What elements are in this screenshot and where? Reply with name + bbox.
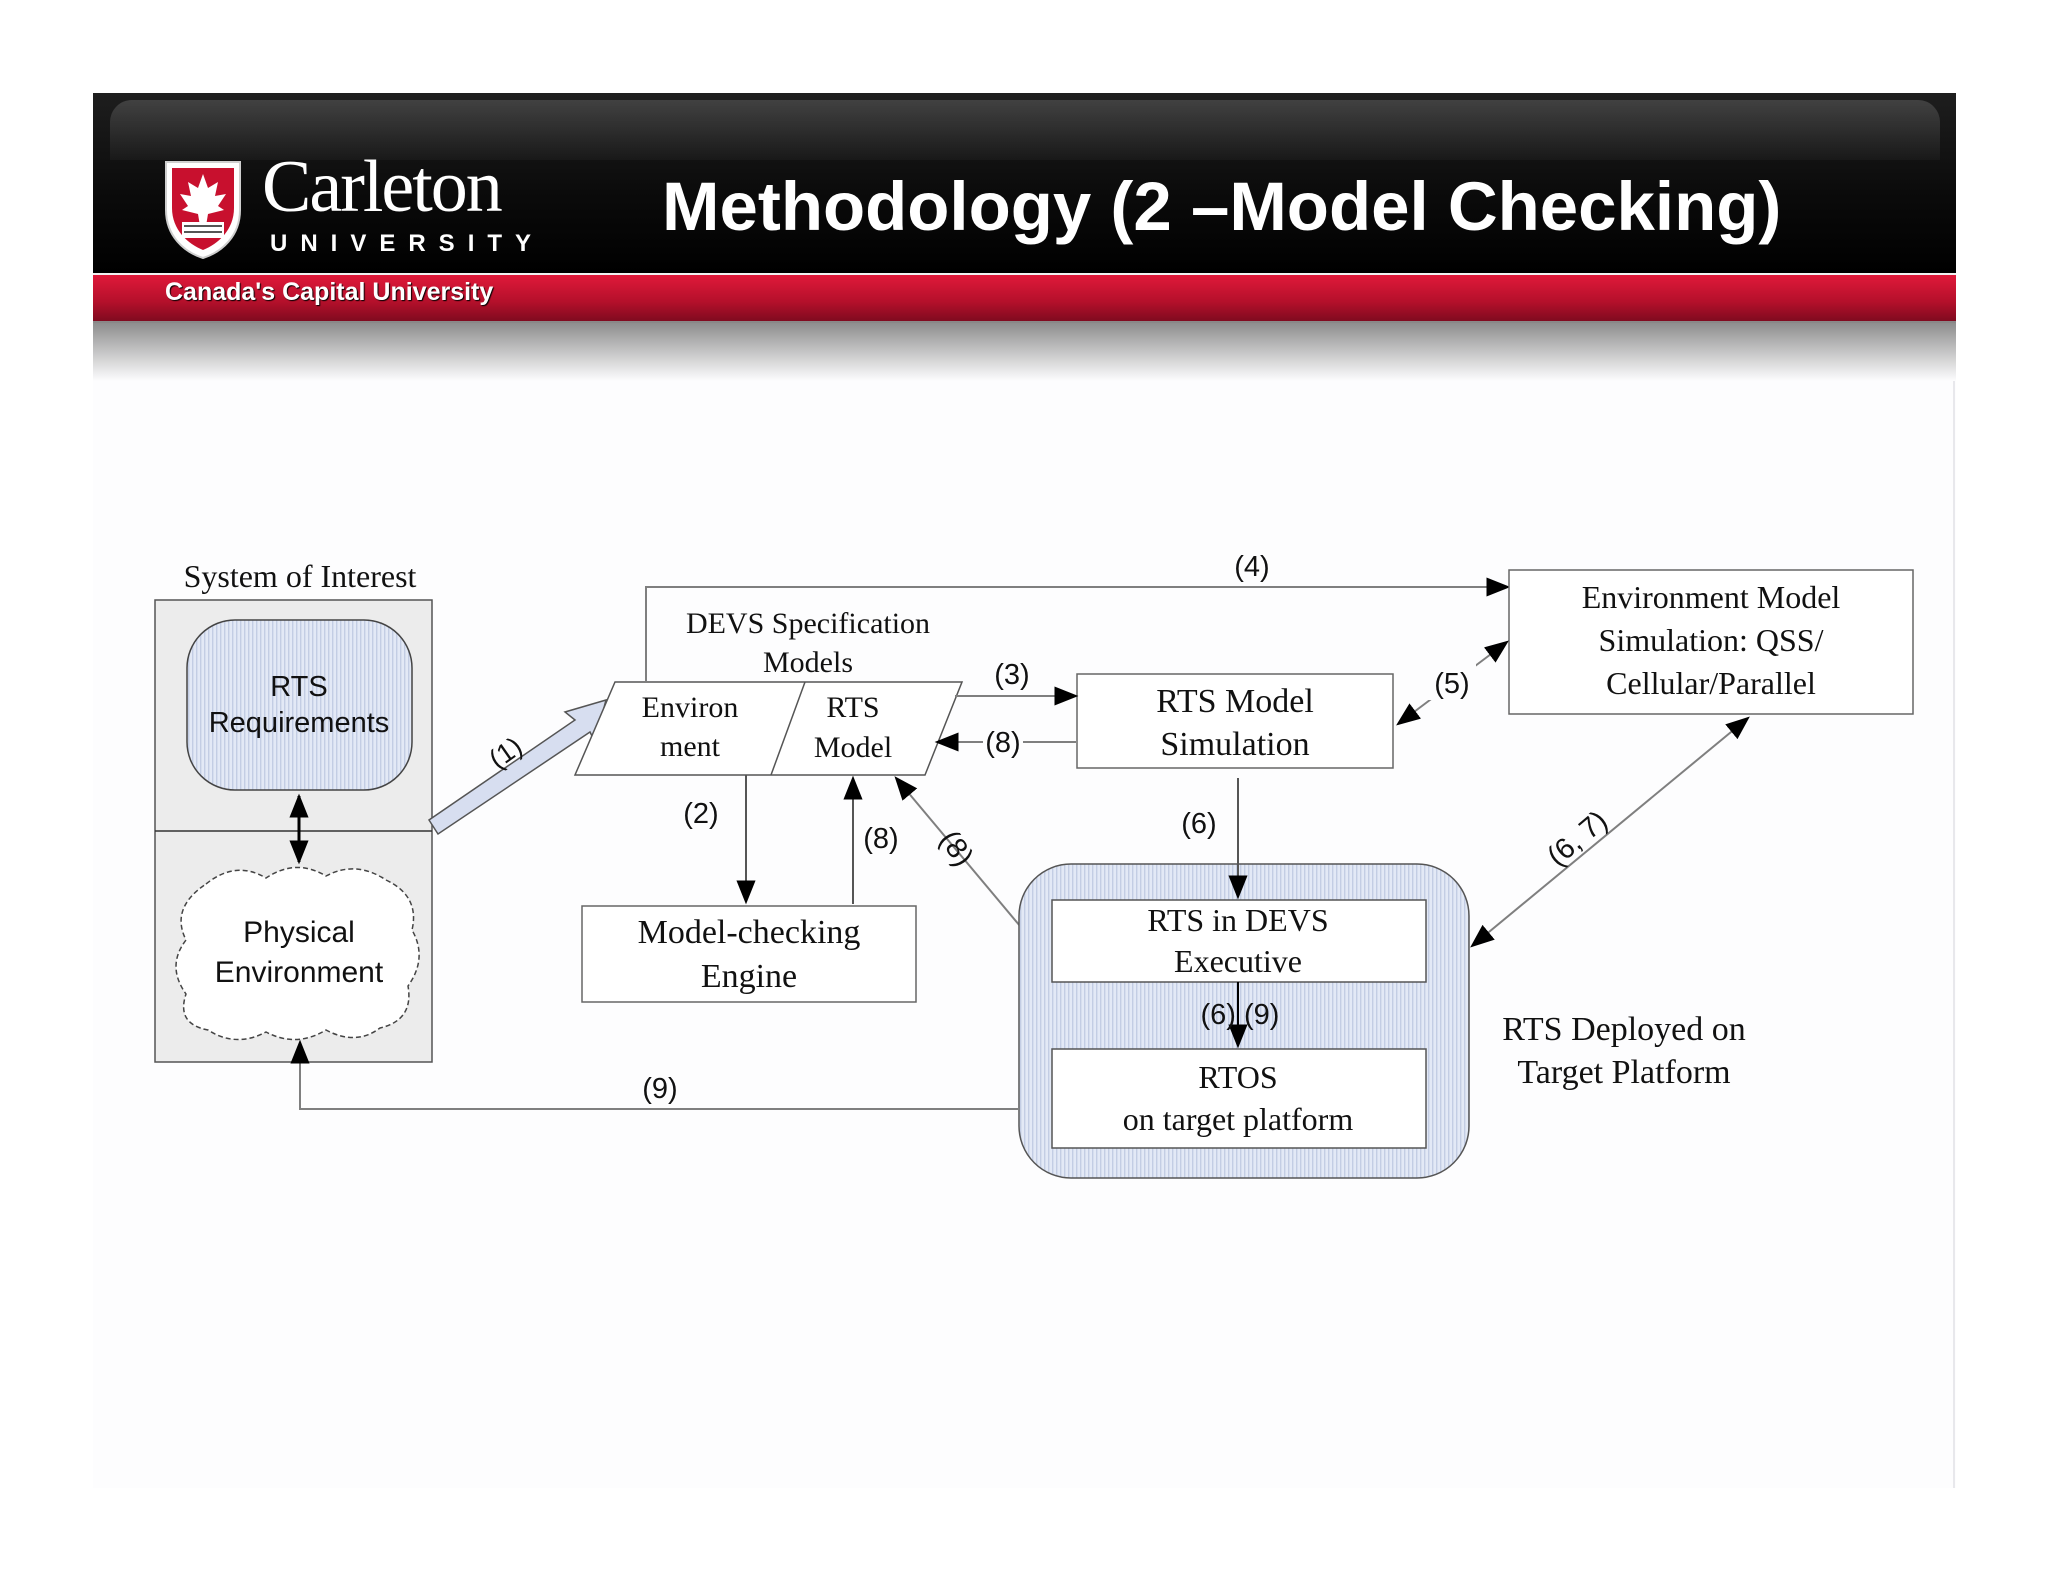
logo-university: UNIVERSITY <box>270 230 545 257</box>
slide-title: Methodology (2 –Model Checking) <box>662 168 1782 245</box>
tagline: Canada's Capital University <box>165 278 494 306</box>
rts-model-cell-line2: Model <box>814 731 892 764</box>
step6-7-arrow <box>1470 716 1750 948</box>
header-bar <box>93 93 1956 273</box>
env-sim-line2: Simulation: QSS/ <box>1599 622 1824 658</box>
carleton-crest-logo <box>165 161 241 260</box>
model-checking-engine-box <box>581 905 917 1003</box>
rts-deployed-line2: Target Platform <box>1517 1054 1730 1091</box>
rts-sim-line1: RTS Model <box>1156 683 1314 720</box>
rts-model-cell-line1: RTS <box>826 691 879 724</box>
environment-model-simulation-box <box>1508 569 1914 715</box>
devs-models-parallelogram <box>573 681 964 776</box>
devs-spec-line2: Models <box>763 646 853 679</box>
step5-label-bg <box>1428 664 1476 700</box>
devs-spec-line1: DEVS Specification <box>686 607 930 640</box>
rts-sim-line2: Simulation <box>1160 726 1309 763</box>
executive-line2: Executive <box>1174 943 1302 979</box>
step3-label: (3) <box>994 659 1029 691</box>
engine-line1: Model-checking <box>638 914 861 951</box>
step8-label-horizontal: (8) <box>985 727 1020 759</box>
physical-environment-line1: Physical <box>243 916 355 949</box>
step8-arrow-diagonal <box>894 776 1021 927</box>
rts-requirements-box <box>186 619 413 791</box>
step6-label: (6) <box>1181 808 1216 840</box>
env-sim-line3: Cellular/Parallel <box>1606 665 1816 701</box>
env-sim-line1: Environment Model <box>1582 579 1841 615</box>
header-red-band <box>93 273 1956 323</box>
environment-cell-line2: ment <box>660 730 721 763</box>
physical-environment-line2: Environment <box>215 956 384 989</box>
step5-label: (5) <box>1434 668 1469 700</box>
step9-label: (9) <box>642 1073 677 1105</box>
step9-arrow <box>290 1039 1019 1110</box>
step8-label-vertical: (8) <box>863 823 898 855</box>
engine-line2: Engine <box>701 958 797 995</box>
system-of-interest-label: System of Interest <box>184 558 417 594</box>
rtos-line1: RTOS <box>1198 1059 1277 1095</box>
step6-9-label: (6) (9) <box>1201 999 1280 1031</box>
logo-wordmark: Carleton <box>262 146 503 228</box>
step2-label: (2) <box>683 798 718 830</box>
step8-label-bg <box>983 724 1023 760</box>
step8-label-diagonal: (8) <box>933 825 980 872</box>
rts-model-simulation-box <box>1076 673 1394 769</box>
header-gloss <box>110 100 1940 160</box>
rts-deployed-line1: RTS Deployed on <box>1502 1011 1746 1048</box>
rtos-line2: on target platform <box>1123 1101 1354 1137</box>
rts-requirements-line2: Requirements <box>209 707 390 739</box>
environment-cell-line1: Environ <box>642 691 739 724</box>
rts-in-devs-executive-box <box>1051 899 1427 983</box>
rts-requirements-line1: RTS <box>270 671 327 703</box>
step4-arrow <box>645 577 1511 682</box>
header-shadow <box>93 321 1956 381</box>
executive-line1: RTS in DEVS <box>1147 902 1328 938</box>
devs-models-divider <box>770 681 806 776</box>
rtos-box <box>1051 1048 1427 1149</box>
step4-label: (4) <box>1234 551 1269 583</box>
physical-environment-cloud <box>175 866 420 1041</box>
slide-edge <box>1953 381 1955 1488</box>
